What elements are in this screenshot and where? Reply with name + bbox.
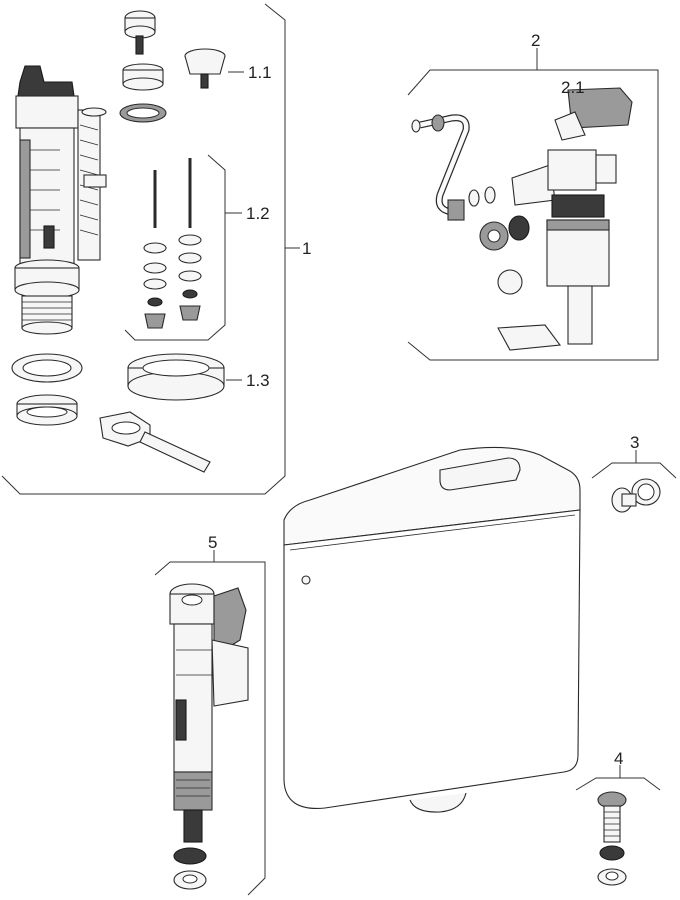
label-4: 4 <box>614 749 623 768</box>
group-2-fill-valve: 2 2 <box>407 31 659 361</box>
label-1: 1 <box>302 239 311 258</box>
group-2-bracket <box>407 69 659 361</box>
group-5-bracket <box>154 561 266 896</box>
screws-washers-part <box>143 158 202 329</box>
flush-valve-body-part <box>14 65 107 335</box>
group-1-bracket <box>1 3 286 495</box>
valve-head-2-1-part <box>554 87 633 141</box>
seal-ring-part <box>119 103 167 123</box>
gasket-1-3-part <box>127 353 225 401</box>
group-1-flush-valve: 1 1.1 <box>1 3 311 495</box>
label-1-3: 1.3 <box>246 371 270 390</box>
float-clip-part <box>497 324 562 351</box>
group-3-bracket <box>591 462 677 479</box>
group-4-drain: 4 <box>575 749 661 886</box>
fill-valve-nuts-part <box>447 186 530 295</box>
label-3: 3 <box>630 433 639 452</box>
label-5: 5 <box>208 533 217 552</box>
group-4-bracket <box>575 777 661 791</box>
cap-1-1-part <box>184 48 226 89</box>
push-button-part <box>124 10 156 55</box>
label-1-2: 1.2 <box>246 204 270 223</box>
connector-pipe-part <box>419 115 469 215</box>
wrench-tool-part <box>99 411 211 473</box>
bracket-1-2 <box>124 154 226 341</box>
fill-valve-body-part <box>511 149 617 345</box>
group-3-button: 3 <box>591 433 677 513</box>
label-1-1: 1.1 <box>248 63 272 82</box>
base-seal-part <box>11 353 83 383</box>
drain-connector-part-4 <box>597 791 627 886</box>
lock-nut-part <box>16 394 78 426</box>
group-5-fill-valve: 5 <box>154 533 266 896</box>
label-2: 2 <box>531 31 540 50</box>
cistern-tank-part <box>283 446 581 813</box>
label-2-1: 2.1 <box>561 78 585 97</box>
button-part-3 <box>611 478 661 513</box>
actuator-ring-part <box>122 63 164 91</box>
bottom-fill-valve-part <box>169 583 249 890</box>
